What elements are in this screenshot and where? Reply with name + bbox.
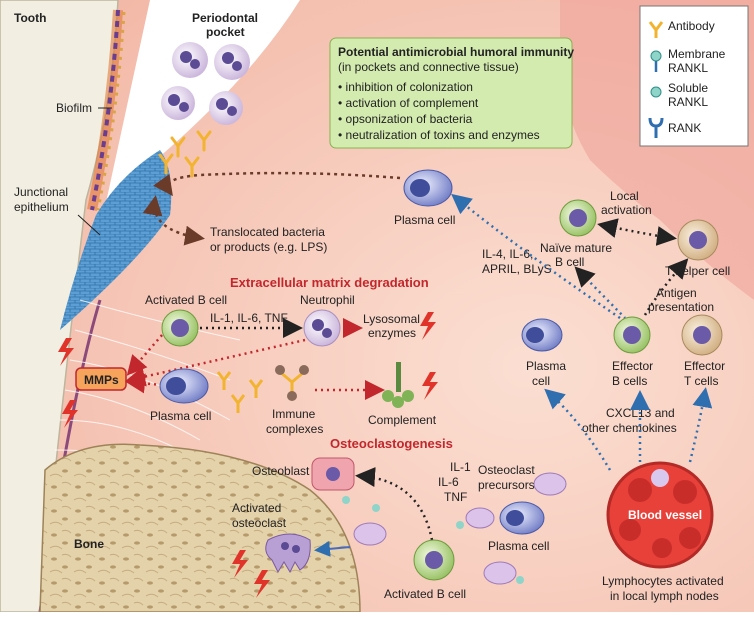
soluble-rankl-icon xyxy=(650,86,662,98)
translocated-l2: or products (e.g. LPS) xyxy=(210,240,327,254)
effector-b-l2: B cells xyxy=(612,374,647,388)
info-item: • opsonization of bacteria xyxy=(338,112,473,126)
membrane-rankl-icon xyxy=(650,50,662,62)
plasma-cell-bottom xyxy=(499,501,545,535)
precursors-l2: precursors xyxy=(478,478,535,492)
immune-l2: complexes xyxy=(266,422,323,436)
lysosomal-l2: enzymes xyxy=(368,326,416,340)
legend-membrane-l1: Membrane xyxy=(668,47,726,61)
activated-b-cell-top xyxy=(161,309,199,347)
info-box-subtitle: (in pockets and connective tissue) xyxy=(338,60,519,74)
pocket-neutrophils xyxy=(161,42,250,125)
blood-vessel-label: Blood vessel xyxy=(628,508,702,522)
biofilm-label: Biofilm xyxy=(56,101,92,115)
local-label-l2: activation xyxy=(601,203,652,217)
effector-b-l1: Effector xyxy=(612,359,653,373)
osteoblast-cell xyxy=(311,457,355,491)
immune-complexes xyxy=(275,365,309,401)
naive-label-l2: B cell xyxy=(555,255,584,269)
immune-l1: Immune xyxy=(272,407,316,421)
naive-label-l1: Naïve mature xyxy=(540,241,612,255)
effector-b-cell xyxy=(613,316,651,354)
plasma-cell-mid xyxy=(159,368,209,404)
plasma-right-l2: cell xyxy=(532,374,550,388)
lysosomal-l1: Lysosomal xyxy=(363,312,420,326)
rank-icon xyxy=(648,117,664,138)
neutrophil-cell xyxy=(303,309,341,347)
info-item: • activation of complement xyxy=(338,96,479,110)
bone-label: Bone xyxy=(74,537,104,551)
antigen-label-l1: Antigen xyxy=(656,286,697,300)
legend-rank: RANK xyxy=(668,121,701,135)
activated-osteoclast xyxy=(265,533,311,574)
neutrophil-label: Neutrophil xyxy=(300,293,355,307)
pocket-antibodies xyxy=(158,130,212,178)
activated-b-top-label: Activated B cell xyxy=(145,293,227,307)
il1-b-l2: IL-6 xyxy=(438,475,459,489)
plasma-mid-label: Plasma cell xyxy=(150,409,211,423)
periodontal-pocket-area xyxy=(100,0,300,230)
antibody-icon xyxy=(648,21,664,38)
translocated-l1: Translocated bacteria xyxy=(210,225,325,239)
precursors-l1: Osteoclast xyxy=(478,463,535,477)
mid-antibodies xyxy=(216,371,264,413)
pocket-label-l2: pocket xyxy=(206,25,245,39)
plasma-cell-right xyxy=(521,318,563,352)
effector-t-l2: T cells xyxy=(684,374,718,388)
plasma-bottom-label: Plasma cell xyxy=(488,539,549,553)
t-helper-cell xyxy=(677,219,719,261)
complement-label: Complement xyxy=(368,413,437,427)
cxcl-l2: other chemokines xyxy=(582,421,677,435)
effector-t-l1: Effector xyxy=(684,359,725,373)
effector-t-cell xyxy=(681,314,723,356)
il1-b-l3: TNF xyxy=(444,490,467,504)
complement-icon xyxy=(382,362,414,408)
blood-vessel xyxy=(606,461,714,569)
t-helper-label: T helper cell xyxy=(665,264,730,278)
pocket-label-l1: Periodontal xyxy=(192,11,258,25)
plasma-cell-top xyxy=(403,169,453,207)
damage-bolt-icons xyxy=(58,312,438,598)
il1-b-l1: IL-1 xyxy=(450,460,471,474)
activated-b-cell-bottom xyxy=(413,539,455,581)
info-box-title: Potential antimicrobial humoral immunity xyxy=(338,45,574,59)
tooth-label: Tooth xyxy=(14,11,46,25)
lymph-label-l1: Lymphocytes activated xyxy=(602,574,724,588)
naive-b-cell xyxy=(559,199,597,237)
activated-osteo-l1: Activated xyxy=(232,501,281,515)
legend-membrane-l2: RANKL xyxy=(668,61,708,75)
info-item: • neutralization of toxins and enzymes xyxy=(338,128,540,142)
junctional-epithelium-shape xyxy=(60,150,172,330)
activated-osteo-l2: osteoclast xyxy=(232,516,287,530)
legend: Antibody Membrane RANKL Soluble RANKL RA… xyxy=(639,5,749,147)
legend-soluble-l1: Soluble xyxy=(668,81,708,95)
antigen-label-l2: presentation xyxy=(648,300,714,314)
biofilm-bacteria xyxy=(87,9,126,211)
osteoclast-precursors xyxy=(342,472,567,585)
mmps-box: MMPs xyxy=(75,367,127,391)
junctional-label-l2: epithelium xyxy=(14,200,69,214)
junctional-label-l1: Junctional xyxy=(14,185,68,199)
ecm-title: Extracellular matrix degradation xyxy=(230,275,429,290)
plasma-cell-top-label: Plasma cell xyxy=(394,213,455,227)
legend-soluble-l2: RANKL xyxy=(668,95,708,109)
il4-label-l2: APRIL, BLyS xyxy=(482,262,552,276)
il1-top-label: IL-1, IL-6, TNF xyxy=(210,311,288,325)
bone-shape xyxy=(39,443,361,613)
legend-antibody: Antibody xyxy=(668,19,715,33)
osteo-title: Osteoclastogenesis xyxy=(330,436,453,451)
info-item: • inhibition of colonization xyxy=(338,80,473,94)
osteoblast-label: Osteoblast xyxy=(252,464,310,478)
local-label-l1: Local xyxy=(610,189,639,203)
plasma-right-l1: Plasma xyxy=(526,359,566,373)
mmps-label: MMPs xyxy=(84,373,119,387)
info-box: Potential antimicrobial humoral immunity… xyxy=(329,37,574,149)
lymph-label-l2: in local lymph nodes xyxy=(610,589,719,603)
il4-label-l1: IL-4, IL-6, xyxy=(482,247,533,261)
activated-b-bottom-label: Activated B cell xyxy=(384,587,466,601)
